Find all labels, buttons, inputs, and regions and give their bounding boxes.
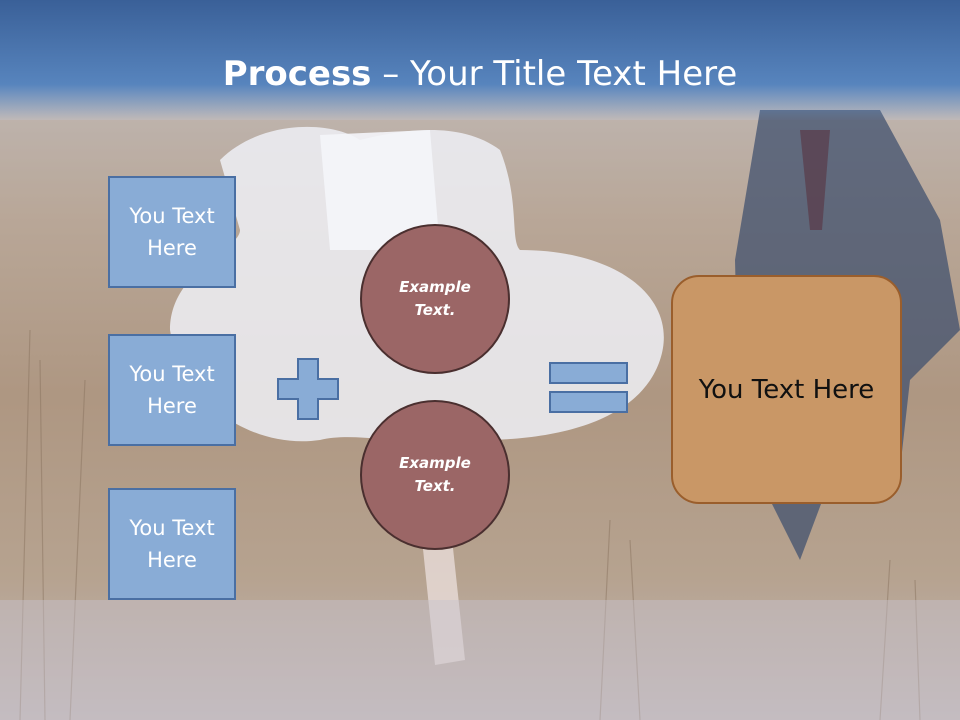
example-circle-2-text: Example Text. xyxy=(399,454,471,495)
input-box-1-text: You Text Here xyxy=(129,204,215,260)
plus-icon xyxy=(277,358,339,420)
result-box: You Text Here xyxy=(671,275,902,504)
example-circle-2: Example Text. xyxy=(360,400,510,550)
example-circle-1-text: Example Text. xyxy=(399,278,471,319)
input-box-3-text: You Text Here xyxy=(129,516,215,572)
title-banner xyxy=(0,0,960,120)
equals-icon xyxy=(549,362,628,413)
input-box-3: You Text Here xyxy=(108,488,236,600)
example-circle-1: Example Text. xyxy=(360,224,510,374)
title-rest: – Your Title Text Here xyxy=(371,54,738,94)
slide-title: Process – Your Title Text Here xyxy=(0,52,960,96)
result-box-text: You Text Here xyxy=(698,374,875,405)
input-box-1: You Text Here xyxy=(108,176,236,288)
input-box-2: You Text Here xyxy=(108,334,236,446)
input-box-2-text: You Text Here xyxy=(129,362,215,418)
title-bold: Process xyxy=(222,54,372,94)
